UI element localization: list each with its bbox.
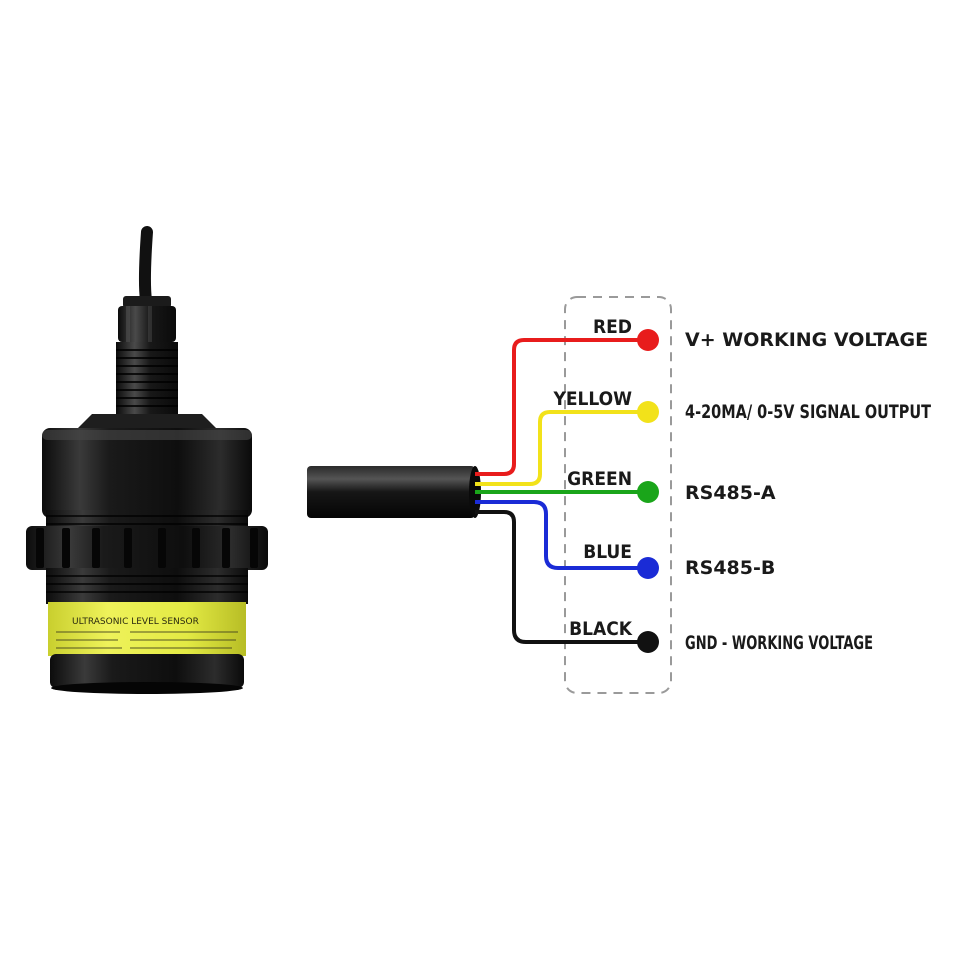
wire-black (475, 510, 648, 644)
sensor-label-title: ULTRASONIC LEVEL SENSOR (72, 617, 199, 627)
terminal-dot-black (637, 631, 659, 653)
wire-yellow (475, 410, 648, 486)
terminal-dot-blue (637, 557, 659, 579)
description-green: RS485-A (685, 482, 776, 504)
wire-blue (475, 500, 648, 570)
description-red: V+ WORKING VOLTAGE (685, 329, 928, 351)
description-yellow: 4-20MA/ 0-5V SIGNAL OUTPUT (685, 401, 931, 423)
wire-label-green: GREEN (567, 468, 632, 490)
wire-label-black: BLACK (569, 618, 633, 640)
terminal-dot-green (637, 481, 659, 503)
sensor-cable (307, 466, 481, 518)
description-black: GND - WORKING VOLTAGE (685, 632, 873, 654)
description-blue: RS485-B (685, 557, 775, 579)
wire-red (475, 338, 648, 476)
terminal-dot-yellow (637, 401, 659, 423)
terminal-dot-red (637, 329, 659, 351)
terminal-box-outline (564, 296, 672, 694)
wire-label-yellow: YELLOW (552, 388, 632, 410)
wire-group (475, 338, 648, 644)
wire-label-blue: BLUE (583, 541, 632, 563)
ultrasonic-sensor-image: ULTRASONIC LEVEL SENSOR (26, 226, 268, 694)
wire-label-red: RED (593, 316, 632, 338)
